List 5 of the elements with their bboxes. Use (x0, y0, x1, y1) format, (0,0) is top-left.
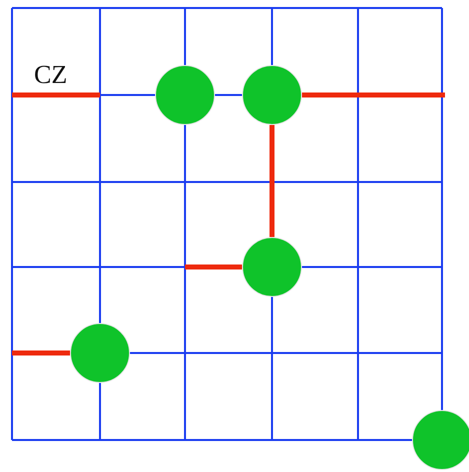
wire-line (270, 125, 274, 237)
wire-line (302, 92, 445, 98)
wire-line (12, 350, 70, 356)
wire-line (185, 264, 242, 270)
gate-label: CZ (34, 62, 68, 88)
